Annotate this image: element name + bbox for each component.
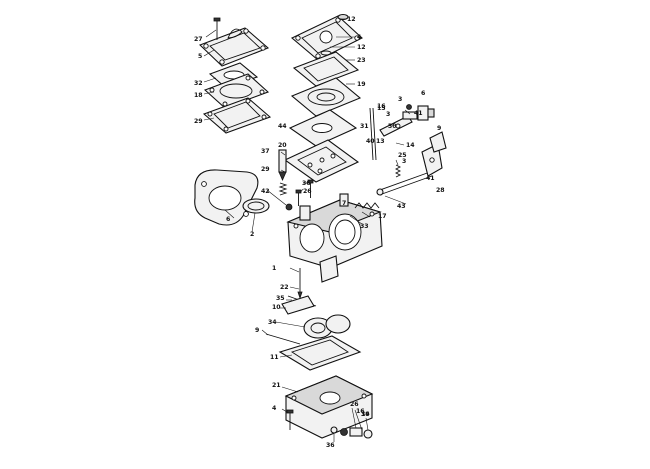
screw-26 (286, 409, 294, 430)
callout-28: 28 (436, 187, 445, 194)
body-plate-20 (283, 139, 360, 183)
callout-20: 20 (278, 142, 287, 149)
callout-29: 29 (261, 166, 270, 173)
callout-32: 32 (194, 80, 203, 87)
pump-cover-1 (290, 15, 363, 61)
callout-16: 16 (377, 103, 386, 110)
rod-31 (369, 107, 377, 161)
choke-fitting-30 (402, 104, 418, 120)
callout-39: 39 (361, 411, 370, 418)
spring-25 (394, 164, 402, 178)
needle-22 (297, 268, 303, 300)
rod-11 (265, 333, 301, 345)
callout-3: 3 (402, 158, 406, 165)
callout-25: 25 (398, 152, 407, 159)
callout-2: 2 (250, 231, 254, 238)
float-lever-34 (281, 295, 315, 315)
diaphragm-19 (290, 77, 362, 117)
callout-9: 9 (255, 327, 259, 334)
ball-42 (285, 203, 293, 211)
flange-gasket-17 (194, 169, 259, 226)
callout-16: 16 (356, 408, 365, 415)
callout-26: 26 (303, 188, 312, 195)
plate-29 (202, 97, 272, 134)
plate-21 (278, 335, 362, 371)
callout-35: 35 (276, 295, 285, 302)
throttle-spring-43 (354, 202, 380, 209)
callout-26: 26 (350, 401, 359, 408)
leader-lines (203, 18, 411, 442)
callout-labels: 2751241223321819296316330413140944201513… (194, 16, 445, 449)
washer-12 (320, 50, 332, 56)
drain-parts (330, 426, 373, 439)
callout-21: 21 (272, 382, 281, 389)
callout-13: 13 (376, 138, 385, 145)
callout-15: 15 (377, 105, 386, 112)
callout-36: 36 (326, 442, 335, 449)
callout-11: 11 (270, 354, 279, 361)
callout-6: 6 (421, 90, 425, 97)
callout-22: 22 (280, 284, 289, 291)
callout-10: 10 (272, 304, 281, 311)
spring-29 (278, 182, 288, 196)
callout-29: 29 (194, 118, 203, 125)
lever-9-upper (429, 131, 447, 153)
callout-37: 37 (261, 148, 270, 155)
spring-clip (227, 28, 243, 39)
callout-12: 12 (357, 44, 366, 51)
callout-14: 14 (361, 411, 370, 418)
callout-33: 33 (360, 223, 369, 230)
callout-17: 17 (378, 213, 387, 220)
fitting-6 (417, 105, 435, 121)
callout-42: 42 (261, 188, 270, 195)
callout-27: 27 (194, 36, 203, 43)
gasket-23 (292, 51, 360, 87)
callout-34: 34 (268, 319, 277, 326)
callout-31: 31 (360, 123, 369, 130)
callout-23: 23 (357, 57, 366, 64)
callout-44: 44 (278, 123, 287, 130)
callout-19: 19 (357, 81, 366, 88)
callout-30: 30 (388, 123, 397, 130)
callout-41: 41 (426, 175, 435, 182)
callout-1: 1 (272, 265, 276, 272)
callout-3: 3 (398, 96, 402, 103)
callout-41: 41 (414, 110, 423, 117)
callout-12: 12 (347, 16, 356, 23)
callout-14: 14 (406, 142, 415, 149)
float-9 (303, 314, 351, 339)
needle-valve-37 (278, 149, 287, 181)
gasket-18 (203, 73, 270, 109)
screen-7 (242, 198, 270, 214)
callout-3: 3 (386, 111, 390, 118)
throttle-shaft-33 (376, 171, 433, 196)
float-bowl-4 (284, 375, 374, 439)
callout-9: 9 (437, 125, 441, 132)
callout-43: 43 (397, 203, 406, 210)
callout-36: 36 (302, 180, 311, 187)
callout-7: 7 (342, 200, 346, 207)
carburetor-body (286, 193, 383, 283)
callout-4: 4 (272, 405, 277, 412)
screw-36 (307, 179, 314, 198)
gasket-44 (288, 109, 358, 147)
callout-18: 18 (194, 92, 203, 99)
callout-40: 40 (366, 138, 375, 145)
callout-4: 4 (357, 34, 362, 41)
callout-6: 6 (226, 216, 230, 223)
cover-screw (213, 17, 221, 40)
callout-5: 5 (198, 53, 202, 60)
cap-12 (337, 13, 349, 21)
